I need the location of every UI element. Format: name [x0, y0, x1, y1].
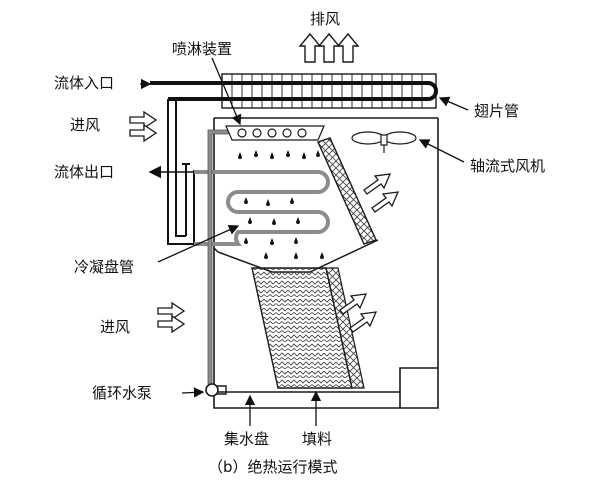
lower-intake-arrows [157, 301, 186, 334]
air-inlet-lower-label: 进风 [100, 318, 131, 336]
pump-shape [205, 383, 227, 397]
fill-label: 填料 [302, 430, 333, 448]
airflow-arrows-lower [339, 293, 378, 333]
condenser-coil-label: 冷凝盘管 [74, 258, 135, 276]
water-droplets [238, 150, 324, 259]
airflow-arrows-upper [363, 173, 400, 213]
finned-tube-label: 翅片管 [474, 102, 520, 120]
axial-fan-shape [351, 131, 417, 153]
condenser-coil-shape [194, 170, 330, 246]
circulation-pipe-outline [207, 129, 234, 386]
upper-mesh-panel [317, 137, 377, 245]
fluid-inlet-label: 流体入口 [54, 74, 115, 92]
finned-tube [150, 73, 438, 109]
circulation-pump-label: 循环水泵 [92, 384, 153, 402]
leader-lines [140, 57, 469, 426]
spray-device-shape [225, 125, 325, 141]
tower-casing [213, 117, 439, 409]
axial-fan-label: 轴流式风机 [470, 157, 546, 175]
spray-device-label: 喷淋装置 [172, 40, 233, 58]
figure-caption: （b）绝热运行模式 [208, 458, 338, 476]
fluid-outlet-label: 流体出口 [54, 163, 115, 181]
exhaust-arrows [298, 32, 360, 63]
fill-block [251, 267, 365, 389]
circulation-pipe [208, 130, 234, 386]
air-inlet-upper-label: 进风 [70, 116, 101, 134]
upper-intake-arrows [129, 110, 158, 143]
water-basin-label: 集水盘 [224, 430, 270, 448]
exhaust-label: 排风 [310, 10, 341, 28]
